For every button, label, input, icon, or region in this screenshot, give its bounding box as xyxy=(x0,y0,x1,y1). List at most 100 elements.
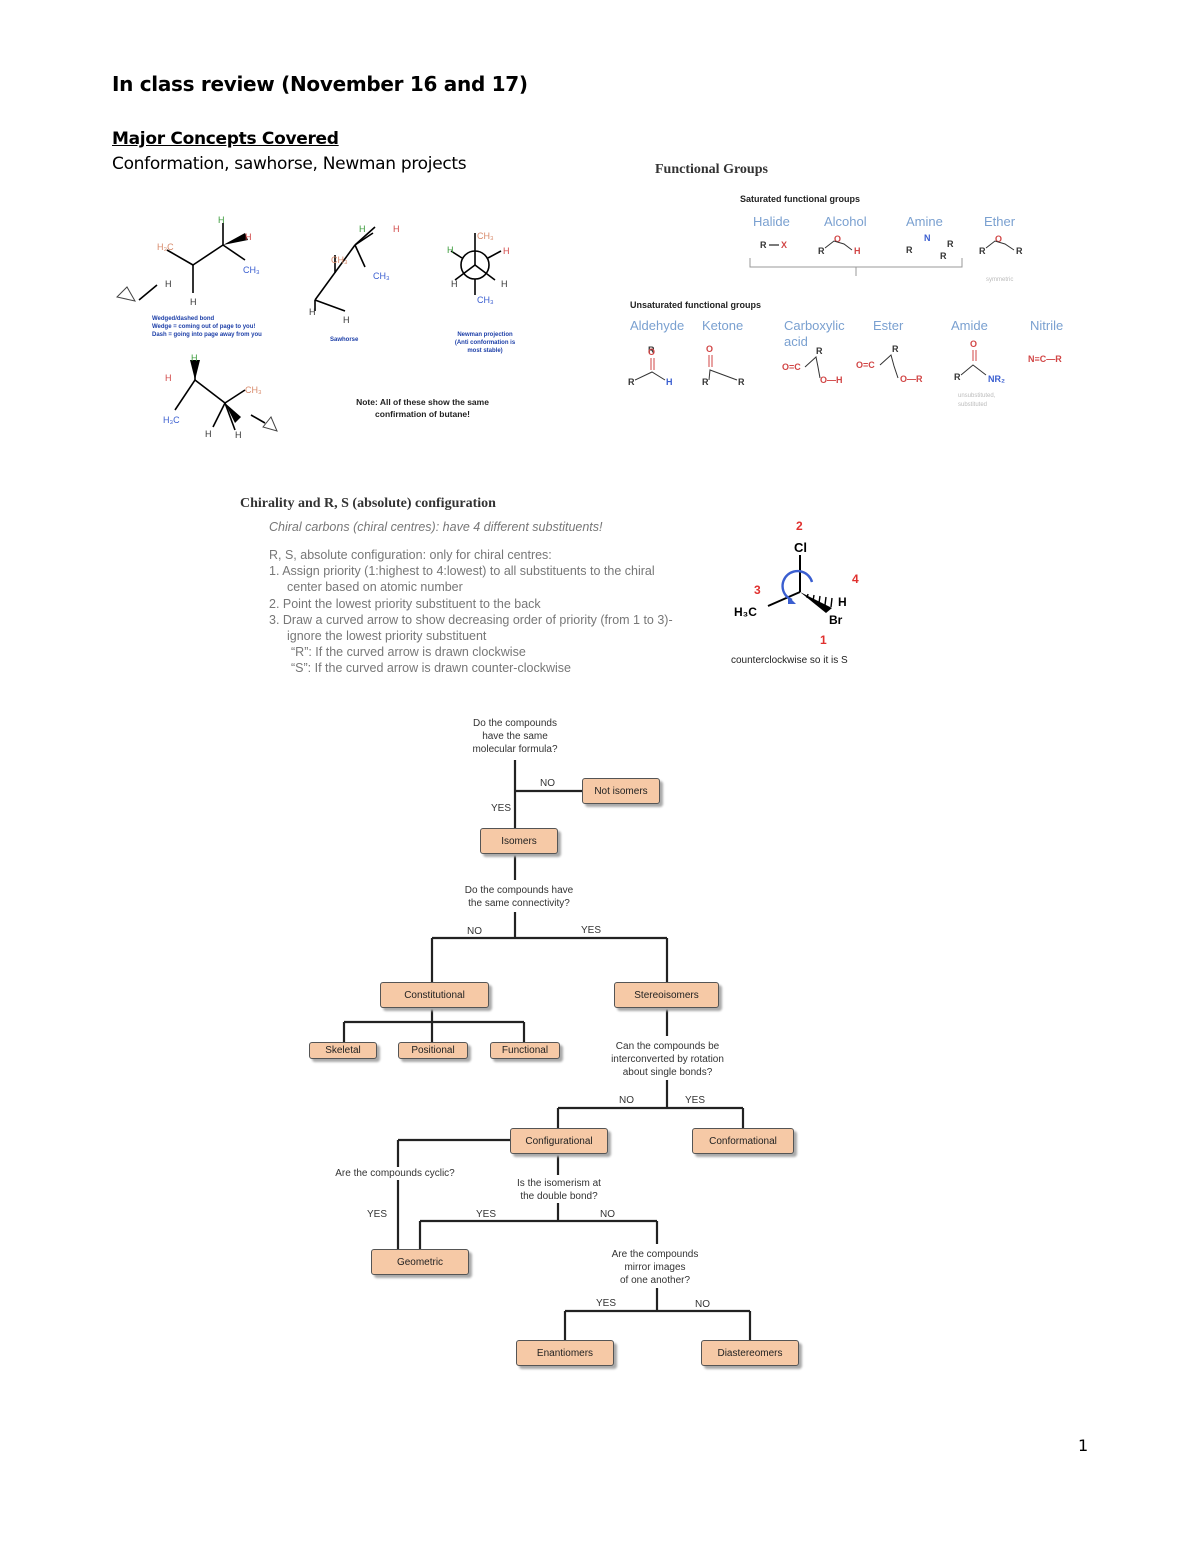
svg-text:H: H xyxy=(854,246,861,256)
label-no: NO xyxy=(467,926,482,937)
chirality-step1b: center based on atomic number xyxy=(287,580,463,595)
saturated-amine: Amine xyxy=(906,214,943,229)
svg-text:R: R xyxy=(818,246,825,256)
butane-note-line2: confirmation of butane! xyxy=(375,409,470,419)
functional-groups-title: Functional Groups xyxy=(655,162,768,177)
q3-line1: Can the compounds be xyxy=(615,1041,720,1052)
chirality-line2: R, S, absolute configuration: only for c… xyxy=(269,548,552,562)
svg-text:H: H xyxy=(309,307,316,317)
section-subtitle: Conformation, sawhorse, Newman projects xyxy=(112,154,467,174)
svg-text:N≡C—R: N≡C—R xyxy=(1028,354,1062,364)
chirality-rule-r: “R”: If the curved arrow is drawn clockw… xyxy=(291,645,526,660)
chirality-title: Chirality and R, S (absolute) configurat… xyxy=(240,496,496,511)
priority-4: 4 xyxy=(852,572,859,586)
section-heading: Major Concepts Covered xyxy=(112,129,339,149)
chirality-caption: counterclockwise so it is S xyxy=(731,655,848,666)
unsaturated-heading: Unsaturated functional groups xyxy=(630,300,762,310)
newman-caption-line1: Newman projection xyxy=(457,332,513,338)
svg-text:O: O xyxy=(995,234,1002,244)
svg-text:Br: Br xyxy=(829,613,843,627)
q5-line1: Is the isomerism at xyxy=(517,1178,601,1189)
svg-text:O=C: O=C xyxy=(782,362,801,372)
chirality-steps: R, S, absolute configuration: only for c… xyxy=(269,547,729,677)
svg-text:O: O xyxy=(648,347,655,357)
unsaturated-ketone: Ketone xyxy=(702,318,744,333)
box-conformational: Conformational xyxy=(692,1128,794,1154)
svg-text:R: R xyxy=(738,377,745,387)
svg-text:H: H xyxy=(666,377,673,387)
svg-text:CH₃: CH₃ xyxy=(243,265,260,275)
priority-3: 3 xyxy=(754,583,761,597)
svg-text:H: H xyxy=(165,373,172,383)
saturated-ether: Ether xyxy=(984,214,1016,229)
question-molecular-formula: Do the compounds have the same molecular… xyxy=(455,717,575,756)
svg-text:CH₃: CH₃ xyxy=(245,385,262,395)
label-yes: YES xyxy=(491,803,512,814)
newman-caption-line2: (Anti conformation is xyxy=(454,340,516,346)
sawhorse-caption: Sawhorse xyxy=(330,337,359,343)
label-yes: YES xyxy=(367,1209,388,1220)
svg-text:O: O xyxy=(706,344,713,354)
svg-text:R: R xyxy=(979,246,986,256)
svg-text:R: R xyxy=(702,377,709,387)
q1-line1: Do the compounds xyxy=(473,718,557,729)
q3-line3: about single bonds? xyxy=(622,1067,713,1078)
q2-line1: Do the compounds have xyxy=(464,885,574,896)
svg-text:CH₃: CH₃ xyxy=(373,271,390,281)
svg-text:R: R xyxy=(648,345,655,355)
box-not-isomers: Not isomers xyxy=(582,778,660,804)
svg-text:R: R xyxy=(1016,246,1023,256)
wedge-caption-line1: Wedge = coming out of page to you! xyxy=(152,324,256,330)
functional-group-structures: R X R O H R N R R R O R R xyxy=(628,233,1062,387)
svg-text:H: H xyxy=(838,595,847,609)
svg-text:R: R xyxy=(892,344,899,354)
svg-text:H: H xyxy=(218,215,225,225)
butane-note-line1: Note: All of these show the same xyxy=(356,397,489,407)
svg-text:CH₃: CH₃ xyxy=(331,255,348,265)
page-title: In class review (November 16 and 17) xyxy=(112,72,528,96)
priority-1: 1 xyxy=(820,633,827,647)
amide-note-line1: unsubstituted, xyxy=(958,393,996,399)
box-functional: Functional xyxy=(490,1042,560,1059)
box-enantiomers: Enantiomers xyxy=(516,1340,614,1366)
ether-note: symmetric xyxy=(986,277,1014,283)
unsaturated-ester: Ester xyxy=(873,318,904,333)
q2-line2: the same connectivity? xyxy=(468,898,570,909)
svg-text:R: R xyxy=(760,240,767,250)
chirality-diagram: Cl H₃C H Br 2 3 4 1 xyxy=(734,519,859,647)
svg-text:H: H xyxy=(447,245,454,255)
unsaturated-acid: acid xyxy=(784,334,808,349)
saturated-halide: Halide xyxy=(753,214,790,229)
label-yes: YES xyxy=(596,1298,617,1309)
label-no: NO xyxy=(600,1209,615,1220)
svg-text:O—H: O—H xyxy=(820,375,843,385)
q1-line2: have the same xyxy=(482,731,548,742)
label-yes: YES xyxy=(581,925,602,936)
wedge-caption-line2: Dash = going into page away from you xyxy=(152,332,262,338)
priority-2: 2 xyxy=(796,519,803,533)
box-geometric: Geometric xyxy=(371,1249,469,1275)
unsaturated-carboxylic: Carboxylic xyxy=(784,318,845,333)
saturated-alcohol: Alcohol xyxy=(824,214,867,229)
box-skeletal: Skeletal xyxy=(309,1042,377,1059)
q3-line2: interconverted by rotation xyxy=(611,1054,724,1065)
label-no: NO xyxy=(695,1299,710,1310)
label-no: NO xyxy=(540,778,555,789)
q6-line2: mirror images xyxy=(624,1262,686,1273)
svg-text:H: H xyxy=(235,430,242,440)
svg-text:CH₃: CH₃ xyxy=(477,295,494,305)
svg-text:R: R xyxy=(940,251,947,261)
q1-line3: molecular formula? xyxy=(472,744,558,755)
conformation-drawings: H₃C H H CH₃ H H CH₃ H H CH₃ H H CH₃ H H … xyxy=(116,215,510,440)
page-number: 1 xyxy=(1078,1436,1089,1455)
svg-text:O=C: O=C xyxy=(856,360,875,370)
svg-text:O—R: O—R xyxy=(900,374,923,384)
box-stereoisomers: Stereoisomers xyxy=(614,982,719,1008)
svg-text:H: H xyxy=(190,297,197,307)
chirality-step2: 2. Point the lowest priority substituent… xyxy=(269,596,541,611)
svg-text:R: R xyxy=(906,245,913,255)
question-connectivity: Do the compounds have the same connectiv… xyxy=(445,884,593,910)
svg-text:H: H xyxy=(205,429,212,439)
svg-text:H: H xyxy=(165,279,172,289)
